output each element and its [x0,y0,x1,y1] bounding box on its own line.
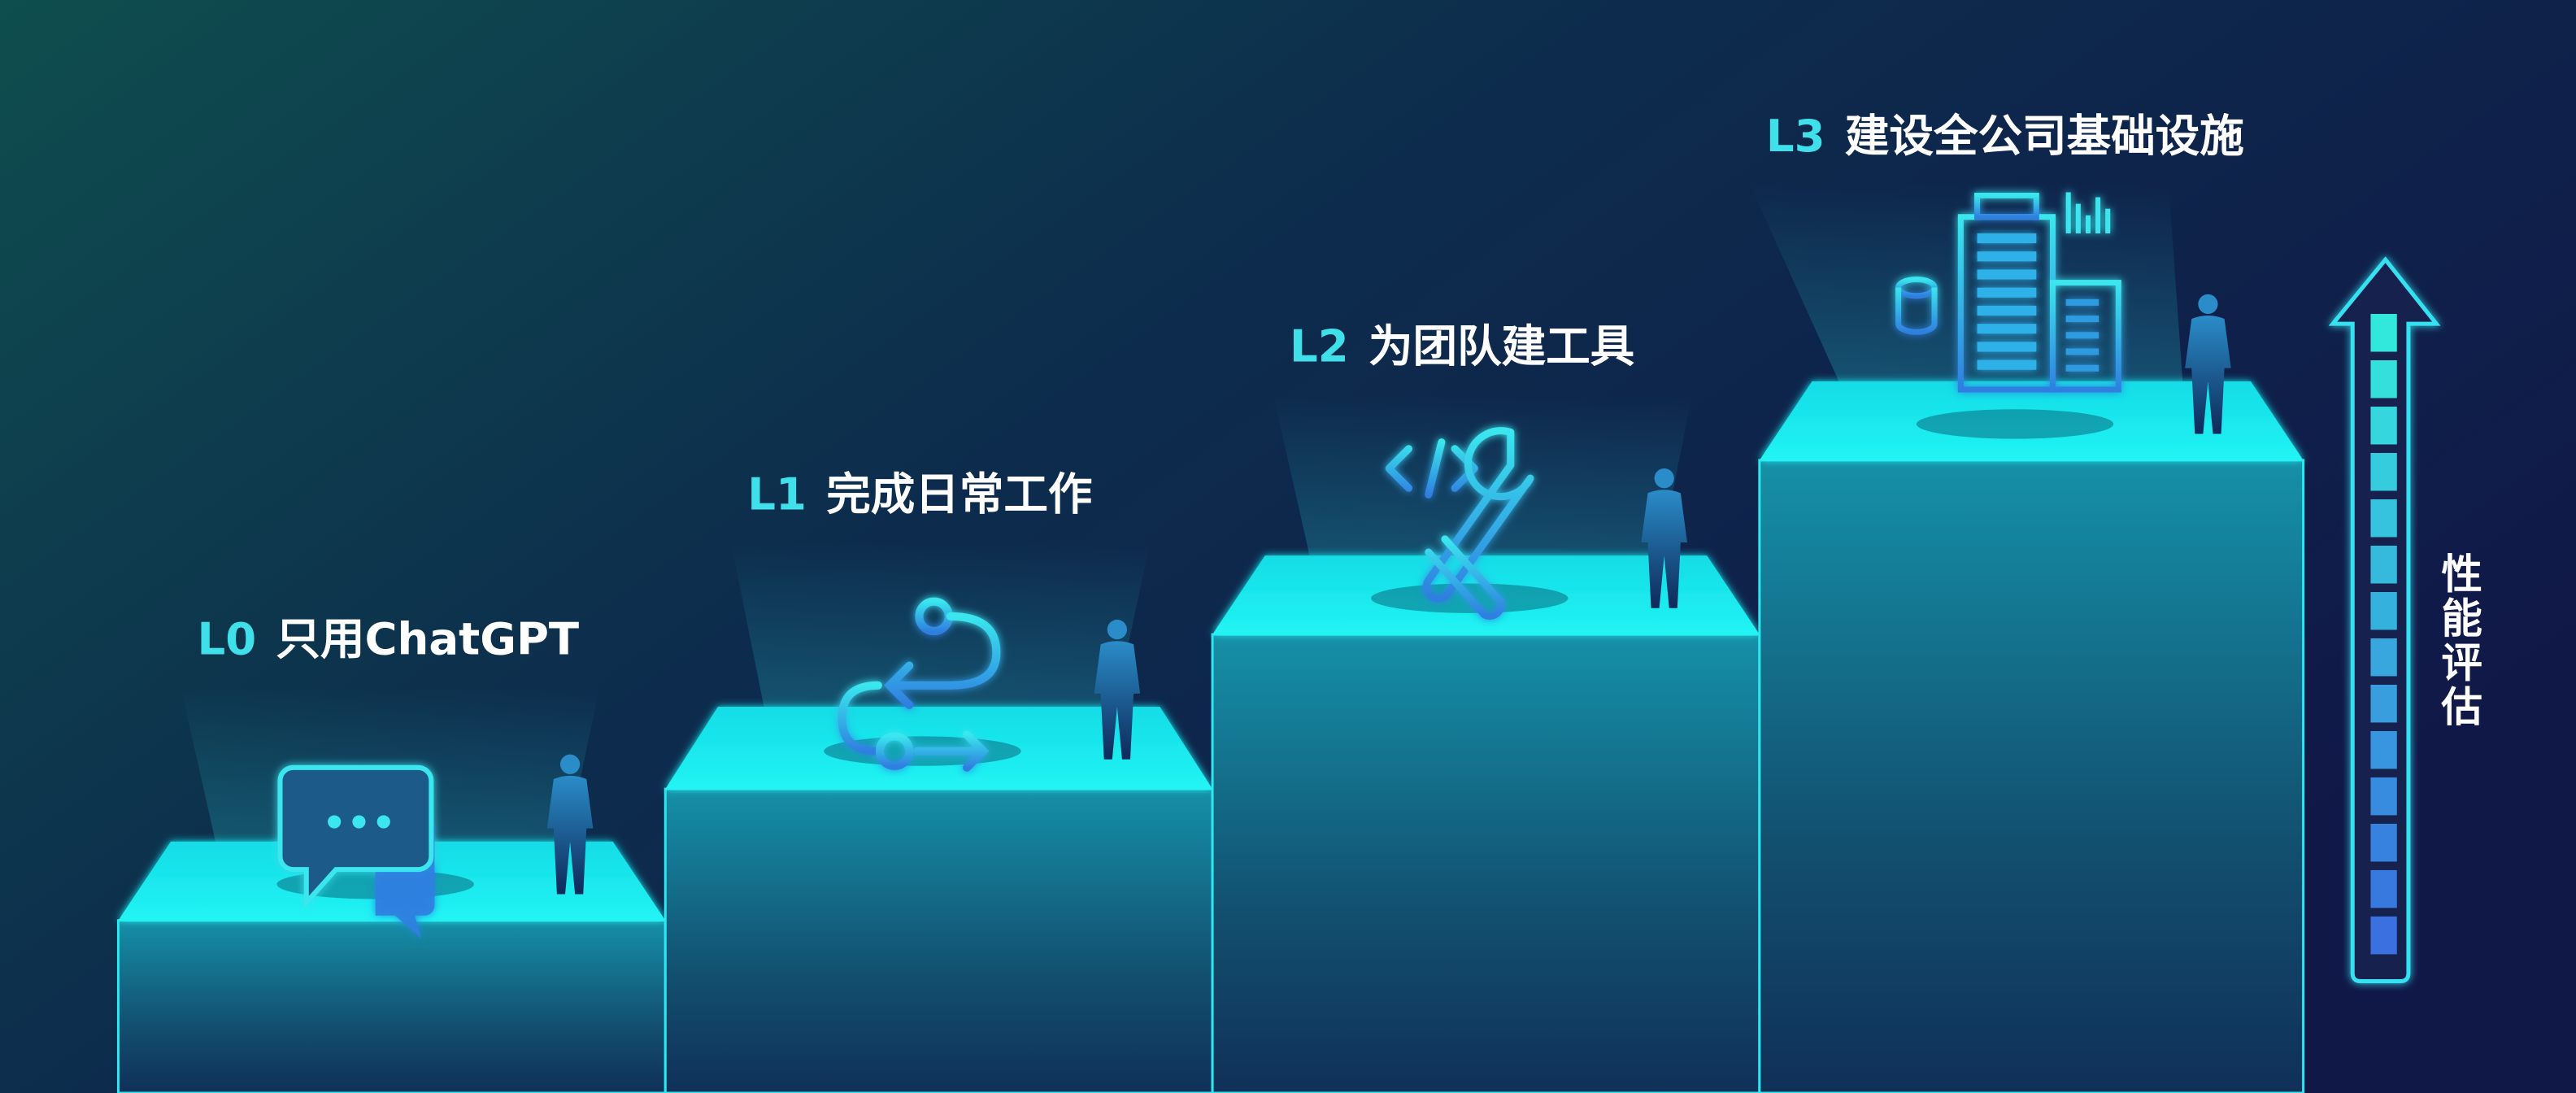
meter-label-char: 性 [2441,551,2482,599]
step-label: L0 只用ChatGPT [197,612,579,664]
step-title: 建设全公司基础设施 [1845,110,2244,162]
step-label: L1 完成日常工作 [747,468,1092,520]
step-label: L2 为团队建工具 [1290,320,1634,372]
step-front [664,787,1214,1093]
workflow-icon [836,597,1001,772]
meter-label-char: 估 [2440,683,2482,731]
person-icon [1641,468,1687,608]
step-label: L3 建设全公司基础设施 [1766,110,2244,162]
step-l1: L1 完成日常工作 [664,468,1214,1093]
meter-segment [2370,638,2397,677]
step-front [1211,633,1761,1093]
meter-segment [2370,545,2397,584]
building-infrastructure-icon [1862,176,2155,396]
person-icon [546,754,594,895]
code-wrench-icon [1385,427,1534,620]
step-level: L0 [197,612,256,664]
meter-segment [2370,591,2397,630]
meter-segment [2370,916,2397,955]
meter-segment [2370,499,2397,538]
meter-segment [2370,684,2397,723]
meter-segment [2370,314,2397,352]
step-level: L1 [747,468,807,520]
meter-segment [2370,777,2397,816]
meter-segment [2370,869,2397,908]
meter-label-char: 能 [2441,594,2482,642]
meter-segment [2370,360,2397,398]
step-l0: L0 只用ChatGPT [116,612,667,1093]
performance-meter [2328,256,2441,984]
step-title: 完成日常工作 [826,468,1092,520]
step-front [1758,459,2305,1093]
step-level: L2 [1290,320,1349,372]
meter-label-char: 评 [2441,639,2482,687]
step-l2: L2 为团队建工具 [1211,320,1761,1093]
step-front [116,919,667,1093]
step-title: 只用ChatGPT [276,612,579,664]
icon-shadow [1916,409,2114,439]
meter-segment [2370,730,2397,769]
step-l3: L3 建设全公司基础设施 [1749,110,2305,1093]
meter-segment [2370,823,2397,862]
meter-segment [2370,407,2397,445]
meter-segment [2370,453,2397,491]
person-icon [1094,619,1141,760]
step-title: 为团队建工具 [1368,320,1634,372]
step-level: L3 [1766,110,1825,162]
chat-bubbles-icon [277,764,435,939]
person-icon [2185,294,2231,434]
